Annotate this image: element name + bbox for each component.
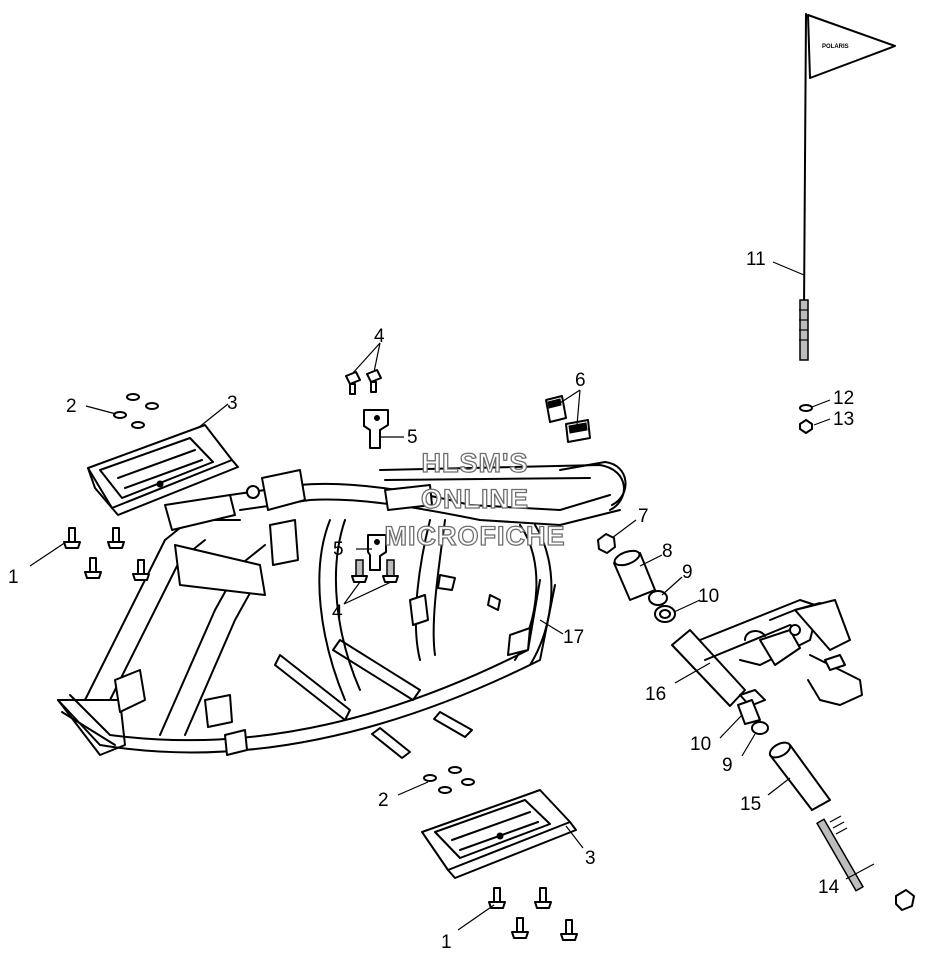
callout-7: 7 — [638, 506, 649, 527]
bracket-lower — [367, 534, 387, 571]
callout-17: 17 — [563, 627, 584, 648]
pivot-washer-lower — [751, 721, 769, 735]
pivot-nut — [597, 533, 616, 554]
callout-6: 6 — [575, 370, 586, 391]
pivot-bearing-lower — [737, 699, 761, 725]
bracket-upper — [363, 409, 389, 449]
callout-10-upper: 10 — [698, 586, 719, 607]
pivot-bearing-upper — [654, 605, 676, 623]
callout-5-upper: 5 — [407, 427, 418, 448]
bolts-upper — [63, 527, 150, 581]
callout-9-lower: 9 — [722, 755, 733, 776]
callout-13: 13 — [833, 409, 854, 430]
callout-3-lower: 3 — [585, 848, 596, 869]
pivot-tube — [768, 741, 831, 811]
flag-brand-text: POLARIS — [822, 44, 849, 50]
safety-flag: POLARIS — [799, 13, 896, 361]
callout-8: 8 — [662, 541, 673, 562]
clips — [545, 395, 591, 443]
watermark: HLSM'S ONLINE MICROFICHE — [384, 447, 566, 551]
swing-arm — [671, 599, 863, 707]
callout-10-lower: 10 — [690, 734, 711, 755]
bracket-bolts-lower — [351, 559, 399, 583]
bracket-bolts-upper — [345, 369, 382, 395]
callout-11: 11 — [746, 249, 766, 270]
callout-5-lower: 5 — [333, 539, 344, 560]
watermark-line-3: MICROFICHE — [385, 521, 566, 551]
leader-lines — [29, 261, 875, 931]
callout-3-upper: 3 — [227, 393, 238, 414]
callout-2-upper: 2 — [66, 396, 77, 417]
callout-2-lower: 2 — [378, 790, 389, 811]
washers-upper — [113, 393, 159, 429]
washers-lower — [423, 766, 475, 794]
atv-frame — [57, 461, 627, 759]
footwell-upper — [87, 424, 239, 516]
callout-1-lower: 1 — [441, 932, 452, 953]
callout-4-upper: 4 — [374, 326, 385, 347]
flag-washer — [799, 404, 813, 412]
callout-1-upper: 1 — [8, 567, 19, 588]
flag-nut — [799, 419, 813, 434]
watermark-line-2: ONLINE — [421, 484, 529, 514]
watermark-line-1: HLSM'S — [422, 448, 529, 478]
callout-labels: 1 2 3 4 5 6 5 4 7 8 9 10 11 12 13 16 17 … — [8, 249, 854, 953]
callout-9-upper: 9 — [682, 562, 693, 583]
callout-4-lower: 4 — [332, 602, 343, 623]
pivot-bushing — [613, 549, 656, 601]
callout-15: 15 — [740, 794, 761, 815]
footwell-lower — [421, 789, 577, 879]
pivot-bolt — [816, 815, 915, 911]
callout-12: 12 — [833, 388, 854, 409]
bolts-lower — [488, 887, 578, 941]
callout-14: 14 — [818, 877, 840, 898]
callout-16: 16 — [645, 684, 666, 705]
